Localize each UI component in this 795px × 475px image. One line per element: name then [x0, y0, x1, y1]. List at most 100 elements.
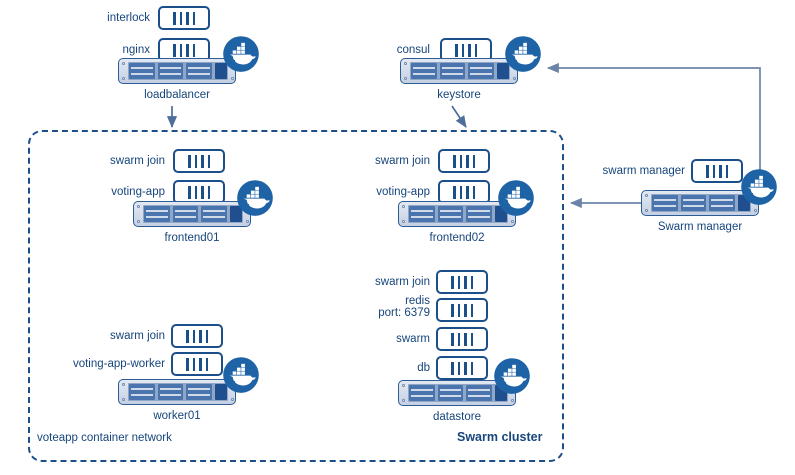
drive-bay [409, 385, 435, 401]
drive-bay [144, 206, 170, 222]
container-label-nginx: nginx [122, 44, 151, 56]
screw-icon [245, 220, 249, 223]
docker-whale-icon [493, 357, 531, 395]
drive-bay [652, 195, 678, 211]
screw-icon [121, 62, 125, 65]
container-label-swarm-join: swarm join [110, 155, 165, 167]
server-face [128, 383, 228, 401]
cluster-network-caption: voteapp container network [37, 432, 172, 444]
drive-bay [680, 195, 707, 211]
screw-icon [401, 399, 405, 402]
screw-icon [510, 220, 514, 223]
drive-bay [157, 63, 184, 79]
container-box-swarm-join[interactable] [438, 149, 490, 173]
docker-whale-icon [740, 168, 778, 206]
drive-bay [129, 384, 155, 400]
drive-bay [709, 195, 736, 211]
screw-icon [121, 383, 125, 386]
screw-icon [510, 399, 514, 402]
screw-icon [403, 77, 407, 80]
redis-port: port: 6379 [378, 307, 430, 319]
drive-bay [437, 385, 464, 401]
drive-bay [439, 63, 466, 79]
server-keystore[interactable] [400, 58, 518, 84]
server-datastore[interactable] [398, 380, 516, 406]
screw-icon [136, 205, 140, 208]
container-box-voting-app-worker[interactable] [171, 352, 223, 376]
screw-icon [512, 77, 516, 80]
drive-bay [129, 63, 155, 79]
server-label-keystore: keystore [437, 89, 481, 101]
container-box-interlock[interactable] [158, 6, 210, 30]
drive-bay [186, 63, 213, 79]
container-label-voting-app: voting-app [111, 186, 165, 198]
server-face [128, 62, 228, 80]
server-face [408, 384, 508, 402]
server-module [497, 63, 510, 79]
container-label-swarm: swarm [396, 333, 430, 345]
drive-bay [172, 206, 199, 222]
server-label-frontend01: frontend01 [164, 232, 220, 244]
container-box-swarm-join[interactable] [171, 324, 223, 348]
screw-icon [401, 205, 405, 208]
docker-whale-icon [222, 35, 260, 73]
swarm-cluster-boundary [28, 130, 564, 462]
screw-icon [121, 398, 125, 401]
container-box-redis[interactable] [436, 298, 488, 322]
screw-icon [121, 77, 125, 80]
container-label-voting-app: voting-app [376, 186, 430, 198]
screw-icon [230, 398, 234, 401]
screw-icon [136, 220, 140, 223]
drive-bay [201, 206, 228, 222]
screw-icon [753, 209, 757, 212]
redis-name: redis [405, 295, 430, 307]
screw-icon [230, 77, 234, 80]
container-label-swarm-manager: swarm manager [602, 165, 685, 177]
docker-whale-icon [236, 179, 274, 217]
server-label-datastore: datastore [433, 411, 481, 423]
container-label-redis: redis port: 6379 [320, 295, 430, 319]
server-face [408, 205, 508, 223]
server-frontend02[interactable] [398, 201, 516, 227]
screw-icon [401, 384, 405, 387]
drive-bay [157, 384, 184, 400]
container-box-swarm-join[interactable] [436, 270, 488, 294]
screw-icon [403, 62, 407, 65]
screw-icon [401, 220, 405, 223]
container-label-swarm-join: swarm join [110, 330, 165, 342]
screw-icon [644, 209, 648, 212]
container-box-swarm-manager[interactable] [691, 159, 743, 183]
container-box-swarm-join[interactable] [173, 149, 225, 173]
drive-bay [186, 384, 213, 400]
server-face [143, 205, 243, 223]
docker-whale-icon [222, 356, 260, 394]
drive-bay [466, 206, 493, 222]
server-face [651, 194, 751, 212]
docker-whale-icon [497, 179, 535, 217]
container-label-db: db [417, 362, 430, 374]
drive-bay [409, 206, 435, 222]
container-label-swarm-join: swarm join [375, 276, 430, 288]
server-worker01[interactable] [118, 379, 236, 405]
server-face [410, 62, 510, 80]
server-module [230, 206, 243, 222]
server-frontend01[interactable] [133, 201, 251, 227]
container-label-consul: consul [396, 44, 430, 56]
drive-bay [466, 385, 493, 401]
drive-bay [468, 63, 495, 79]
server-module [215, 63, 228, 79]
server-label-frontend02: frontend02 [429, 232, 485, 244]
server-loadbalancer[interactable] [118, 58, 236, 84]
screw-icon [644, 194, 648, 197]
server-swarm-manager[interactable] [641, 190, 759, 216]
server-module [215, 384, 228, 400]
drive-bay [411, 63, 437, 79]
container-box-swarm[interactable] [436, 327, 488, 351]
container-box-db[interactable] [436, 356, 488, 380]
container-label-interlock: interlock [107, 12, 150, 24]
container-label-voting-app-worker: voting-app-worker [72, 358, 165, 370]
container-label-swarm-join: swarm join [375, 155, 430, 167]
server-label-swarm-manager: Swarm manager [657, 221, 743, 233]
docker-whale-icon [504, 35, 542, 73]
